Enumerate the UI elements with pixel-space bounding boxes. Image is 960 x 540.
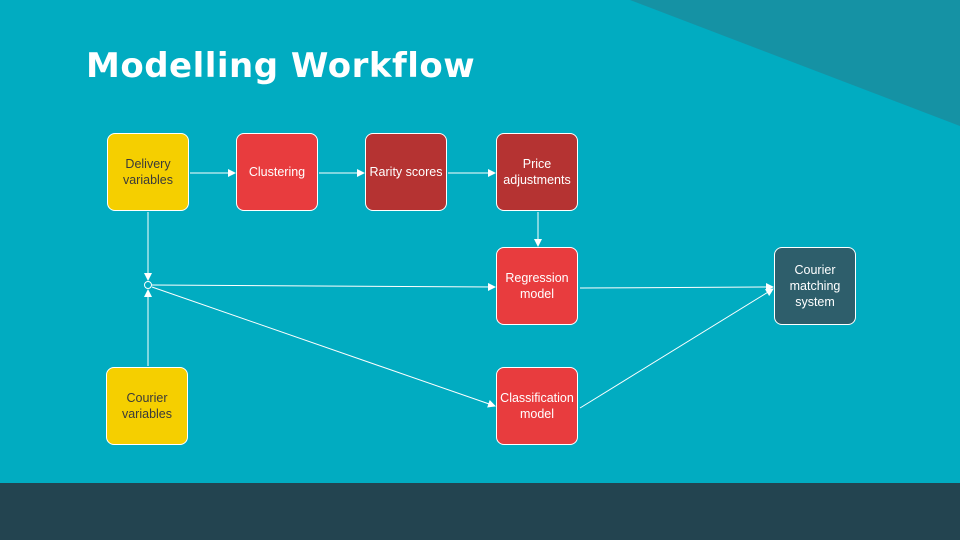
node-rarity-scores-label: Rarity scores: [369, 165, 443, 179]
edge-junction-classification: [151, 286, 496, 408]
node-regression-model-label: Regression model: [505, 271, 569, 301]
edge-regression-matching: [579, 283, 774, 292]
footer-bar: [0, 483, 960, 540]
node-delivery-variables-label: Delivery variables: [122, 157, 174, 187]
node-courier-variables-label: Courier variables: [121, 391, 173, 421]
node-classification-model-label: Classification model: [500, 391, 574, 421]
junction-node: [144, 281, 152, 289]
node-clustering[interactable]: Clustering: [236, 133, 318, 211]
edge-classification-matching: [579, 288, 774, 409]
node-courier-variables[interactable]: Courier variables: [106, 367, 188, 445]
node-delivery-variables[interactable]: Delivery variables: [107, 133, 189, 211]
slide-title: Modelling Workflow: [86, 46, 476, 86]
node-rarity-scores[interactable]: Rarity scores: [365, 133, 447, 211]
node-courier-matching-system[interactable]: Courier matching system: [774, 247, 856, 325]
node-price-adjustments-label: Price adjustments: [503, 157, 571, 187]
node-price-adjustments[interactable]: Price adjustments: [496, 133, 578, 211]
node-classification-model[interactable]: Classification model: [496, 367, 578, 445]
node-clustering-label: Clustering: [248, 165, 306, 179]
node-courier-matching-system-label: Courier matching system: [789, 263, 841, 309]
edge-junction-regression: [151, 282, 496, 291]
node-regression-model[interactable]: Regression model: [496, 247, 578, 325]
